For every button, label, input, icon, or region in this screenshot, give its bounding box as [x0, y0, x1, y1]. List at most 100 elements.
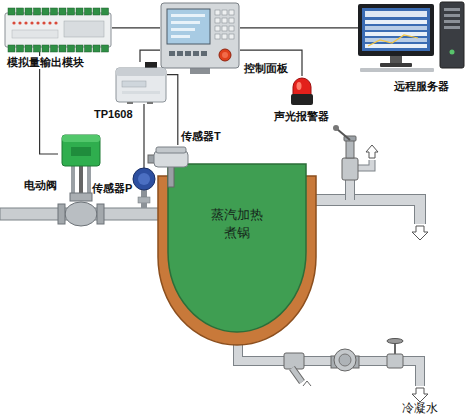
drawing-part	[365, 20, 427, 24]
drawing-part	[76, 45, 83, 52]
valve-outlet-fill	[358, 160, 372, 168]
drawing-part	[127, 102, 133, 104]
drawing-part	[171, 14, 205, 17]
drawing-part	[36, 21, 39, 24]
drawing-part	[444, 26, 460, 29]
drawing-part	[215, 34, 220, 39]
drawing-part	[116, 68, 166, 102]
drawing-part	[25, 8, 32, 15]
drawing-part	[64, 21, 104, 37]
alarm-illustration	[290, 76, 314, 106]
signal-wire	[167, 75, 178, 145]
drawing-part	[222, 52, 228, 58]
signal-wire	[143, 104, 144, 168]
node-label: 传感器P	[92, 182, 132, 195]
drawing-part	[25, 45, 32, 52]
drawing-part	[85, 8, 92, 15]
drawing-part	[293, 78, 311, 95]
drawing-part	[62, 135, 100, 166]
valve-outlet	[358, 160, 372, 168]
drawing-part	[12, 30, 58, 38]
drawing-part	[17, 45, 24, 52]
outlet-pipe-fill	[312, 200, 420, 224]
drawing-part	[156, 147, 186, 153]
drawing-part	[229, 34, 234, 39]
signal-wire	[240, 27, 358, 28]
drawing-part	[51, 8, 58, 15]
drawing-part	[102, 8, 109, 15]
drawing-part	[133, 168, 155, 190]
pressure-sensor: 传感器P	[132, 168, 156, 208]
drawing-part	[358, 4, 434, 56]
drawing-part	[440, 2, 464, 68]
drawing-part	[222, 10, 227, 15]
drawing-part	[87, 165, 91, 195]
drawing-part	[116, 68, 166, 76]
drawing-part	[444, 20, 460, 23]
drawing-part	[215, 18, 220, 23]
signal-wire	[112, 27, 160, 28]
drawing-part	[222, 26, 227, 31]
drain-pipe-fill	[238, 338, 420, 386]
node-label: 蒸汽加热 煮锅	[207, 206, 267, 242]
drawing-part	[169, 51, 175, 56]
drawing-part	[168, 166, 174, 187]
drawing-part	[17, 8, 24, 15]
flow-arrow	[412, 388, 428, 402]
drawing-part	[229, 18, 234, 23]
drawing-part	[48, 21, 51, 24]
drawing-part	[444, 8, 460, 11]
drawing-part	[70, 193, 92, 201]
drawing-part	[30, 21, 33, 24]
strainer-leg-fill	[292, 368, 302, 382]
drawing-part	[297, 82, 302, 90]
drawing-part	[51, 45, 58, 52]
steam-trap	[334, 349, 356, 371]
drawing-part	[65, 202, 97, 226]
drawing-part	[85, 45, 92, 52]
drawing-part	[365, 32, 427, 36]
drawing-part	[185, 51, 191, 56]
drawing-part	[8, 8, 15, 15]
drawing-part	[193, 51, 199, 56]
server-illustration	[358, 2, 466, 72]
pressure-sensor-illustration	[132, 168, 156, 208]
valve-branch-fill	[346, 178, 354, 200]
drain-valve	[387, 354, 403, 368]
drawing-part	[215, 26, 220, 31]
control-panel: 控制面板	[160, 2, 240, 74]
drawing-part	[171, 35, 190, 38]
drawing-part	[141, 203, 147, 208]
drawing-part	[58, 204, 65, 224]
drawing-part	[219, 49, 231, 61]
transmitter-illustration	[115, 62, 167, 104]
node-label: TP1608	[94, 108, 133, 121]
drawing-part	[360, 68, 434, 72]
drawing-part	[380, 63, 412, 67]
drawing-part	[59, 8, 66, 15]
node-label: 电动阀	[24, 179, 57, 192]
temperature-sensor: 传感器T	[152, 145, 190, 187]
drawing-part	[222, 34, 227, 39]
drawing-part	[222, 18, 227, 23]
drawing-part	[42, 45, 49, 52]
drawing-part	[54, 21, 57, 24]
temperature-sensor-illustration	[152, 145, 190, 187]
outlet-pipe	[312, 200, 420, 224]
drawing-part	[93, 45, 100, 52]
drawing-part	[59, 45, 66, 52]
drawing-part	[365, 11, 427, 17]
drawing-part	[42, 8, 49, 15]
signal-wire	[240, 50, 302, 76]
drawing-part	[365, 44, 427, 48]
drawing-part	[291, 94, 313, 105]
drawing-part	[68, 8, 75, 15]
safety-valve-lever	[337, 129, 350, 140]
drawing-part	[368, 35, 418, 46]
drawing-part	[171, 21, 200, 24]
drawing-part	[229, 10, 234, 15]
drawing-part	[450, 50, 455, 55]
drawing-part	[34, 8, 41, 15]
drawing-part	[168, 164, 306, 332]
